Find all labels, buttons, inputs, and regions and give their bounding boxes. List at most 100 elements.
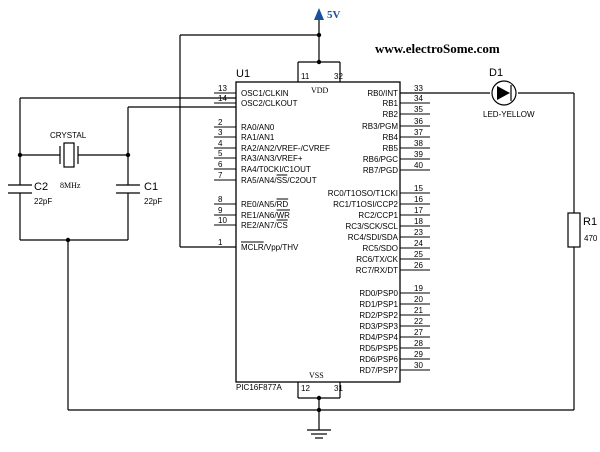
- right-pin-label: RD4/PSP4: [359, 333, 398, 342]
- vdd-wiring: [180, 32, 341, 82]
- ic-right-pins: 33RB0/INT34RB135RB236RB3/PGM37RB438RB539…: [328, 84, 430, 375]
- vdd-pin-32: 32: [334, 72, 343, 81]
- left-pin-label: RA1/AN1: [241, 133, 275, 142]
- right-pin-label: RD7/PSP7: [359, 366, 398, 375]
- right-pin-number: 37: [414, 128, 423, 137]
- left-pin-number: 3: [218, 128, 223, 137]
- ic-body: [235, 81, 401, 383]
- right-pin-label: RD1/PSP1: [359, 300, 398, 309]
- right-pin-label: RC0/T1OSO/T1CKI: [328, 189, 398, 198]
- left-pin-number: 13: [218, 84, 227, 93]
- right-pin-number: 33: [414, 84, 423, 93]
- crystal-value: 8MHz: [60, 181, 81, 190]
- right-pin-number: 21: [414, 306, 423, 315]
- right-pin-number: 23: [414, 228, 423, 237]
- oscillator-wiring: [17, 97, 236, 185]
- ground-return-wiring: [20, 237, 574, 411]
- left-pin-label: RA3/AN3/VREF+: [241, 154, 303, 163]
- right-pin-label: RB2: [382, 110, 398, 119]
- right-pin-label: RB4: [382, 133, 398, 142]
- right-pin-label: RD2/PSP2: [359, 311, 398, 320]
- right-pin-number: 28: [414, 339, 423, 348]
- right-pin-number: 25: [414, 250, 423, 259]
- c2-ref: C2: [34, 181, 48, 193]
- right-pin-label: RC5/SDO: [362, 244, 398, 253]
- left-pin-label: RE2/AN7/CS: [241, 221, 288, 230]
- left-pin-number: 8: [218, 195, 223, 204]
- vdd-label: VDD: [311, 86, 329, 95]
- left-pin-label: MCLR/Vpp/THV: [241, 243, 299, 252]
- c1-value: 22pF: [144, 197, 162, 206]
- led-icon: [491, 80, 517, 106]
- left-pin-label: RE1/AN6/WR: [241, 211, 290, 220]
- left-pin-label: RA0/AN0: [241, 123, 275, 132]
- website-title: www.electroSome.com: [375, 41, 500, 56]
- right-pin-number: 27: [414, 328, 423, 337]
- led-value: LED-YELLOW: [483, 110, 535, 119]
- right-pin-label: RB7/PGD: [363, 166, 398, 175]
- capacitor-c2-icon: [8, 184, 32, 240]
- right-pin-label: RC4/SDI/SDA: [348, 233, 399, 242]
- left-pin-label: RA5/AN4/SS/C2OUT: [241, 176, 317, 185]
- right-pin-label: RC1/T1OSI/CCP2: [333, 200, 398, 209]
- ic-ref: U1: [236, 68, 250, 80]
- right-pin-number: 17: [414, 206, 423, 215]
- right-pin-label: RB5: [382, 144, 398, 153]
- right-pin-number: 40: [414, 161, 423, 170]
- left-pin-number: 1: [218, 238, 223, 247]
- left-pin-label: OSC2/CLKOUT: [241, 99, 298, 108]
- vss-wiring: [297, 382, 341, 430]
- left-pin-number: 7: [218, 171, 223, 180]
- left-pin-number: 6: [218, 160, 223, 169]
- right-pin-number: 30: [414, 361, 423, 370]
- vdd-pin-11: 11: [301, 72, 310, 81]
- capacitor-c1-icon: [116, 184, 140, 240]
- right-pin-number: 18: [414, 217, 423, 226]
- left-pin-label: RA4/T0CKI/C1OUT: [241, 165, 311, 174]
- left-pin-number: 2: [218, 118, 223, 127]
- right-pin-number: 29: [414, 350, 423, 359]
- c2-value: 22pF: [34, 197, 52, 206]
- right-pin-number: 39: [414, 150, 423, 159]
- left-pin-label: OSC1/CLKIN: [241, 89, 289, 98]
- right-pin-number: 16: [414, 195, 423, 204]
- right-pin-label: RC3/SCK/SCL: [346, 222, 399, 231]
- right-pin-label: RC2/CCP1: [358, 211, 398, 220]
- left-pin-label: RE0/AN5/RD: [241, 200, 288, 209]
- right-pin-number: 36: [414, 117, 423, 126]
- right-pin-label: RC7/RX/DT: [356, 266, 398, 275]
- right-pin-label: RB6/PGC: [363, 155, 398, 164]
- left-pin-number: 10: [218, 216, 227, 225]
- ground-icon: [307, 429, 331, 439]
- right-pin-label: RD0/PSP0: [359, 289, 398, 298]
- c1-ref: C1: [144, 181, 158, 193]
- right-pin-number: 38: [414, 139, 423, 148]
- right-pin-number: 22: [414, 317, 423, 326]
- r1-value: 470: [584, 234, 598, 243]
- right-pin-number: 26: [414, 261, 423, 270]
- left-pin-number: 5: [218, 149, 223, 158]
- vss-pin-12: 12: [301, 384, 310, 393]
- resistor-r1-icon: [567, 212, 581, 248]
- power-label: 5V: [327, 9, 341, 21]
- right-pin-label: RD5/PSP5: [359, 344, 398, 353]
- vss-label: VSS: [309, 371, 324, 380]
- right-pin-number: 19: [414, 284, 423, 293]
- vss-pin-31: 31: [334, 384, 343, 393]
- left-pin-number: 9: [218, 206, 223, 215]
- right-pin-number: 15: [414, 184, 423, 193]
- left-pin-number: 4: [218, 139, 223, 148]
- right-pin-number: 24: [414, 239, 423, 248]
- led-wiring: [400, 92, 575, 410]
- right-pin-number: 34: [414, 94, 423, 103]
- left-pin-label: RA2/AN2/VREF-/CVREF: [241, 144, 330, 153]
- ic-part: PIC16F877A: [236, 383, 282, 392]
- right-pin-number: 20: [414, 295, 423, 304]
- r1-ref: R1: [583, 216, 597, 228]
- right-pin-label: RD6/PSP6: [359, 355, 398, 364]
- right-pin-label: RB1: [382, 99, 398, 108]
- right-pin-number: 35: [414, 105, 423, 114]
- crystal-label: CRYSTAL: [50, 131, 87, 140]
